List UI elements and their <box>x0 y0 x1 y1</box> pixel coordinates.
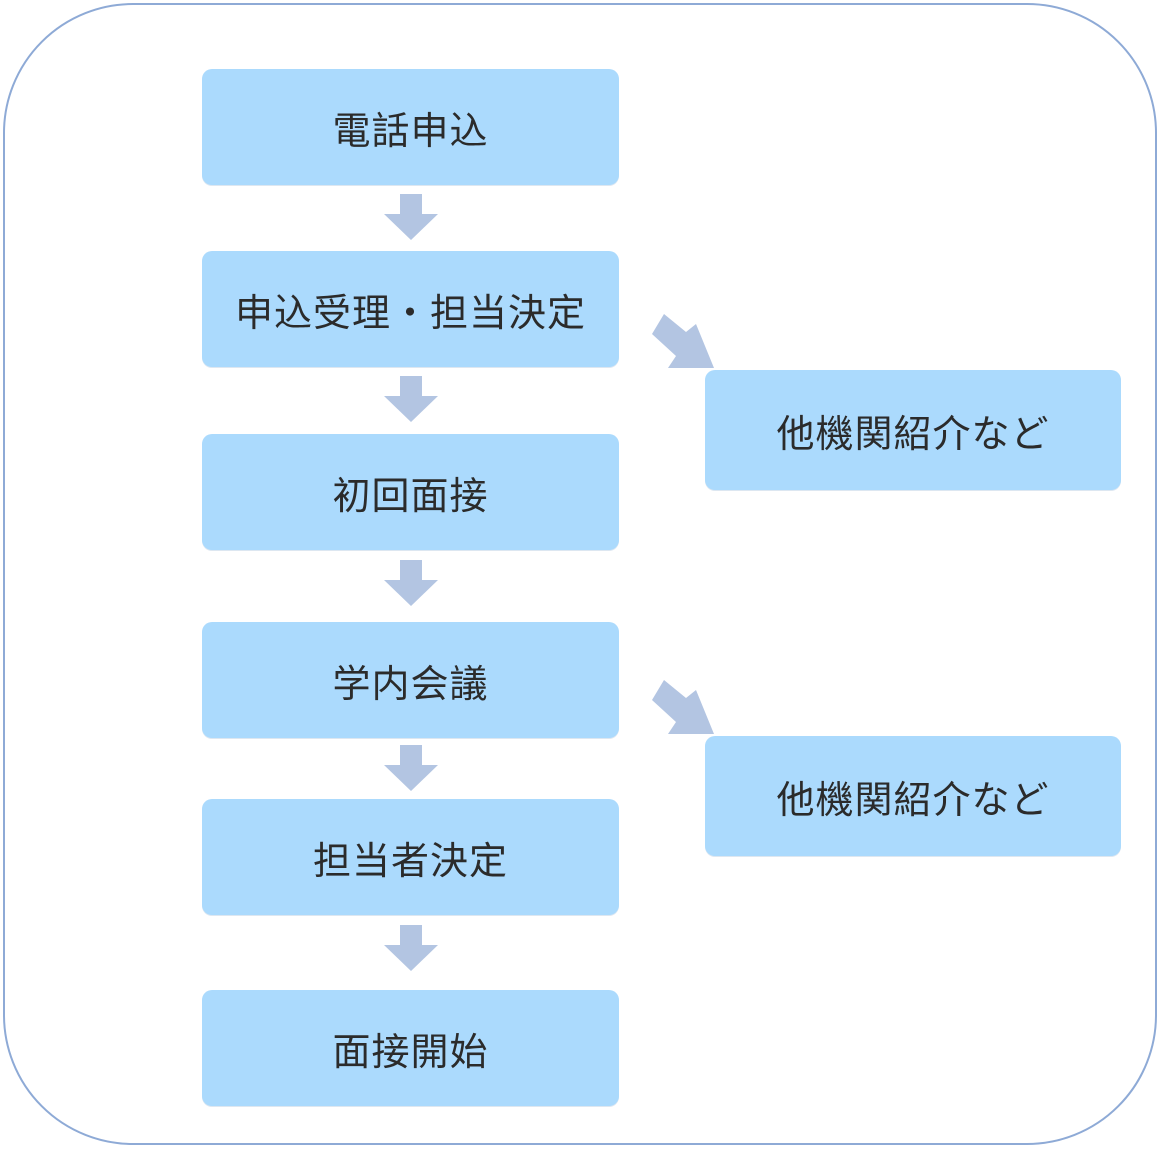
side-label: 他機関紹介など <box>776 411 1050 456</box>
side-referral-box-2: 他機関紹介など <box>705 736 1121 856</box>
step-label: 学内会議 <box>332 661 489 706</box>
step-assignee-decision: 担当者決定 <box>202 799 619 915</box>
step-label: 初回面接 <box>332 473 489 518</box>
arrow-down-right-icon <box>650 314 716 368</box>
arrow-down-icon <box>384 560 438 606</box>
arrow-down-right-icon <box>650 680 716 734</box>
step-label: 担当者決定 <box>312 838 508 883</box>
step-initial-interview: 初回面接 <box>202 434 619 550</box>
side-label: 他機関紹介など <box>776 777 1050 822</box>
step-acceptance-assignment: 申込受理・担当決定 <box>202 251 619 367</box>
arrow-down-icon <box>384 376 438 422</box>
arrow-down-icon <box>384 745 438 791</box>
step-label: 申込受理・担当決定 <box>234 290 586 335</box>
side-referral-box-1: 他機関紹介など <box>705 370 1121 490</box>
arrow-down-icon <box>384 925 438 971</box>
step-label: 面接開始 <box>332 1029 489 1074</box>
arrow-down-icon <box>384 194 438 240</box>
diagram-frame <box>3 3 1157 1145</box>
step-label: 電話申込 <box>332 108 489 153</box>
step-phone-application: 電話申込 <box>202 69 619 185</box>
step-interview-start: 面接開始 <box>202 990 619 1106</box>
step-internal-meeting: 学内会議 <box>202 622 619 738</box>
